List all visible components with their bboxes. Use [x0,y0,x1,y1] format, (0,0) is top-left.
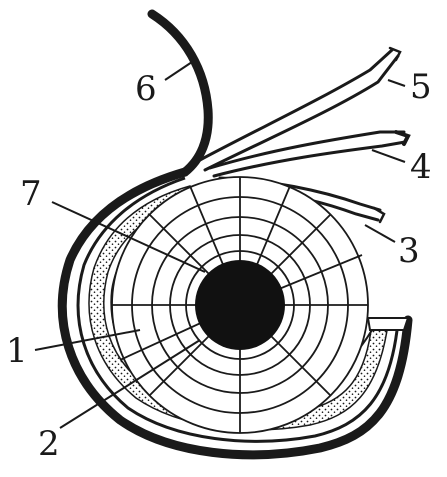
dark-core [195,260,285,350]
label-7: 7 [20,174,42,214]
strand-5 [200,48,400,170]
disk-notch [368,318,408,330]
leader-line-6 [165,62,192,80]
label-3: 3 [398,231,420,271]
label-1: 1 [6,331,28,371]
leader-line-4 [372,150,405,162]
leader-line-5 [388,80,405,86]
label-2: 2 [38,424,60,464]
label-6: 6 [135,69,157,109]
label-5: 5 [410,67,432,107]
label-4: 4 [410,147,432,187]
leader-line-3 [365,225,395,242]
